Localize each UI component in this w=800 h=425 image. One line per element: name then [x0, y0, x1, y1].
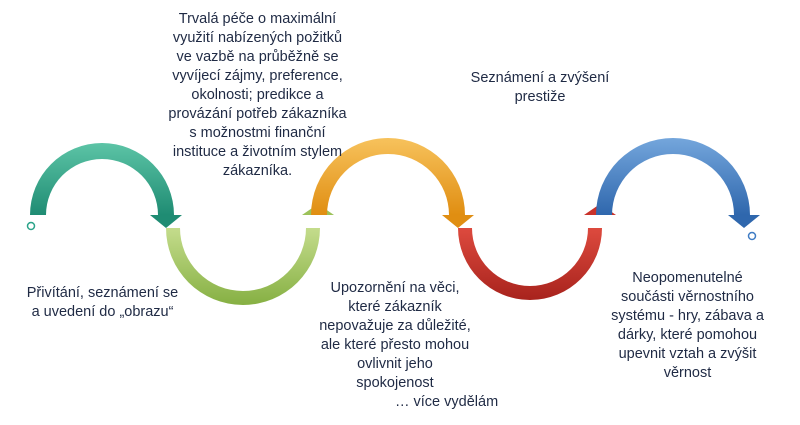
- arc-orange: [311, 138, 474, 228]
- start-point-icon: [26, 221, 36, 231]
- label-step-3: Upozornění na věci, které zákazník nepov…: [319, 280, 471, 391]
- label-step-2: Trvalá péče o maximální využití nabízený…: [168, 11, 347, 179]
- label-step-1: Přivítání, seznámení se a uvedení do „ob…: [26, 285, 179, 320]
- arc-blue: [596, 138, 760, 228]
- arc-teal: [30, 143, 182, 228]
- label-step-4: Seznámení a zvýšení prestiže: [470, 70, 610, 105]
- label-step-5: Neopomenutelné součásti věrnostního syst…: [611, 270, 764, 381]
- end-point-icon: [747, 231, 757, 241]
- label-step-3-tail: … více vydělám: [395, 394, 499, 410]
